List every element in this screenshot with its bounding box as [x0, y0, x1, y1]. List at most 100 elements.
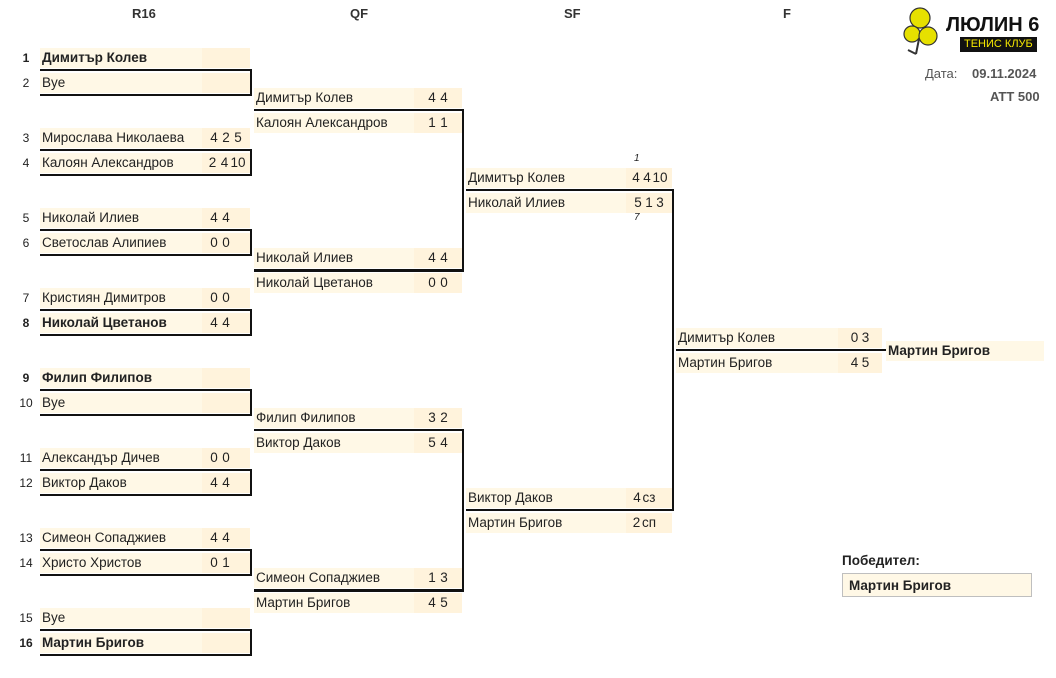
entry-bg [40, 153, 248, 173]
player-name: Калоян Александров [256, 115, 388, 130]
player-name: Калоян Александров [42, 155, 174, 170]
match-line [254, 270, 464, 272]
match-line [254, 590, 464, 592]
tiebreak-score: 7 [634, 212, 640, 223]
match-line [40, 469, 252, 471]
match-line [40, 549, 252, 551]
set-score: 3 [861, 330, 870, 345]
category-label: ATT 500 [990, 89, 1040, 104]
set-score: 0 [210, 235, 218, 250]
match-line [40, 69, 252, 71]
club-logo: ЛЮЛИН 6 ТЕНИС КЛУБ [902, 6, 1048, 56]
entry-bg [254, 568, 462, 588]
score-cells [202, 48, 250, 68]
round-header-qf: QF [350, 6, 369, 21]
entry-bg [254, 88, 462, 108]
entry-bg [254, 408, 462, 428]
entry-bg [254, 113, 462, 133]
set-score: 0 [440, 275, 448, 290]
set-score: 10 [652, 170, 668, 185]
entry-bg [254, 593, 462, 613]
match-line [40, 229, 252, 231]
entry-bg [254, 433, 462, 453]
set-score: 0 [222, 450, 230, 465]
entry-bg [254, 248, 462, 268]
winner-name: Мартин Бригов [842, 573, 1032, 597]
seed-number: 7 [22, 291, 30, 305]
entry-bg [254, 273, 462, 293]
set-score: 1 [645, 195, 653, 210]
set-score: 4 [210, 210, 218, 225]
set-score: 5 [440, 595, 448, 610]
match-line [254, 109, 464, 111]
score-cells [202, 368, 250, 388]
seed-number: 6 [22, 236, 30, 250]
set-score: 4 [440, 435, 448, 450]
player-name: Мартин Бригов [468, 515, 563, 530]
seed-number: 10 [19, 396, 33, 410]
bracket-connector [462, 110, 464, 272]
entry-bg [40, 608, 248, 628]
set-score: 4 [210, 530, 218, 545]
set-score: 4 [633, 490, 641, 505]
set-score: 2 [440, 410, 448, 425]
seed-number: 5 [22, 211, 30, 225]
set-score: 4 [210, 475, 218, 490]
match-line [254, 429, 464, 431]
match-line [40, 414, 252, 416]
round-header-f: F [783, 6, 791, 21]
entry-bg [40, 633, 248, 653]
player-name: Николай Илиев [256, 250, 354, 265]
bracket-connector [672, 189, 674, 511]
entry-bg [466, 488, 672, 508]
player-name: Мартин Бригов [678, 355, 773, 370]
player-name: Светослав Алипиев [42, 235, 167, 250]
logo-subtitle: ТЕНИС КЛУБ [960, 37, 1037, 52]
set-score: 0 [428, 275, 436, 290]
set-score: 4 [643, 170, 651, 185]
match-line [40, 574, 252, 576]
player-name: Мартин Бригов [256, 595, 351, 610]
entry-bg [40, 208, 248, 228]
match-line [40, 654, 252, 656]
seed-number: 13 [19, 531, 33, 545]
seed-number: 11 [19, 451, 33, 465]
bracket-connector [462, 430, 464, 592]
bracket-connector [250, 149, 252, 176]
seed-number: 14 [19, 556, 33, 570]
player-name: Николай Цветанов [42, 315, 167, 330]
entry-bg [676, 328, 882, 348]
bracket-connector [250, 229, 252, 256]
bracket-connector [250, 309, 252, 336]
set-score: 1 [440, 115, 448, 130]
set-score: 3 [440, 570, 448, 585]
set-score: 0 [210, 290, 218, 305]
set-score: 3 [656, 195, 664, 210]
seed-number: 4 [22, 156, 30, 170]
player-name: Bye [42, 395, 66, 410]
player-name: Филип Филипов [42, 370, 152, 385]
seed-number: 3 [22, 131, 30, 145]
player-name: Виктор Даков [468, 490, 553, 505]
player-name: Николай Илиев [468, 195, 566, 210]
bracket-connector [250, 469, 252, 496]
entry-bg [466, 193, 672, 213]
set-score: 2 [632, 515, 641, 530]
entry-bg [40, 368, 248, 388]
entry-bg [40, 448, 248, 468]
entry-bg [40, 233, 248, 253]
player-name: Мартин Бригов [42, 635, 145, 650]
match-line [40, 309, 252, 311]
player-name: Bye [42, 610, 66, 625]
player-name: Христо Христов [42, 555, 142, 570]
